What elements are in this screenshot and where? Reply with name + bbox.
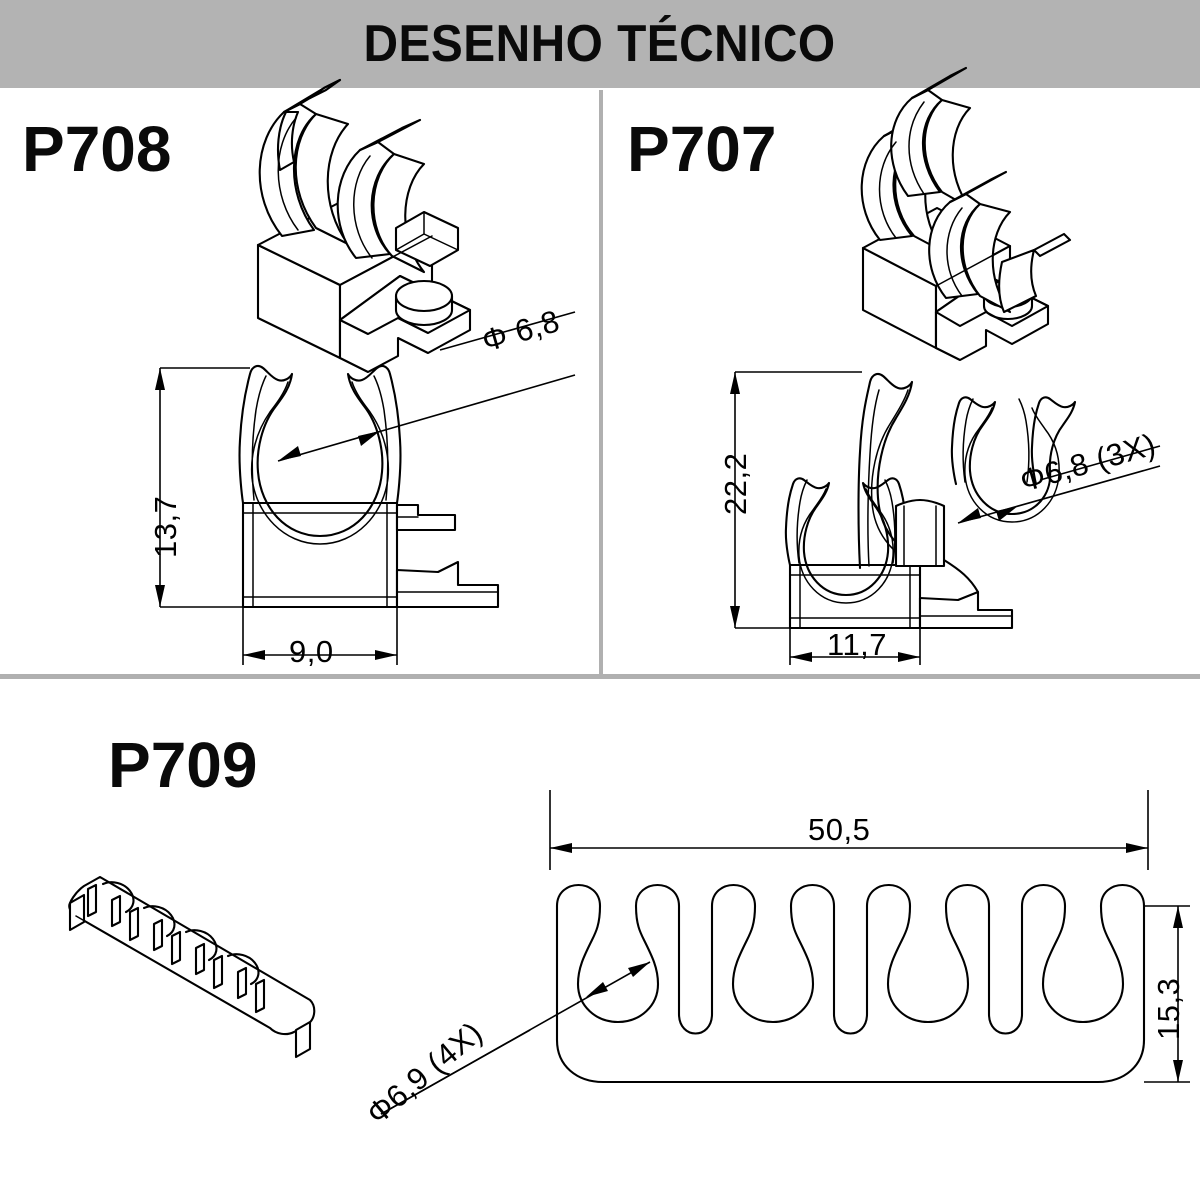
panel-divider-horizontal — [0, 674, 1200, 679]
header-banner: DESENHO TÉCNICO — [0, 0, 1200, 88]
p708-dimension-diameter: Φ 6,8 — [478, 303, 564, 359]
p707-dimension-width: 11,7 — [827, 627, 888, 662]
p708-isometric-drawing — [256, 78, 472, 374]
p707-dimension-lines — [730, 371, 1161, 665]
p709-dimension-diameter: Φ6,9 (4X) — [359, 1014, 490, 1132]
p707-dimension-height: 22,2 — [718, 452, 753, 515]
p707-dimension-diameter: Φ6,8 (3X) — [1016, 426, 1160, 499]
part-label-p709: P709 — [108, 729, 258, 801]
page-title: DESENHO TÉCNICO — [363, 15, 837, 73]
part-label-p707: P707 — [627, 113, 777, 185]
p709-isometric-drawing — [68, 875, 316, 1059]
p709-dimension-lines — [380, 790, 1190, 1115]
p708-dimension-lines — [155, 311, 576, 665]
p708-dimension-width: 9,0 — [289, 634, 334, 669]
p709-profile-drawing — [555, 883, 1146, 1084]
p709-dimension-height: 15,3 — [1151, 977, 1186, 1040]
p707-profile-drawing — [784, 372, 1077, 630]
p707-isometric-drawing — [860, 66, 1072, 362]
p708-dimension-height: 13,7 — [148, 495, 183, 558]
part-label-p708: P708 — [22, 113, 172, 185]
p709-dimension-width: 50,5 — [808, 812, 871, 847]
panel-divider-vertical — [599, 90, 603, 678]
p708-profile-drawing — [238, 364, 500, 609]
